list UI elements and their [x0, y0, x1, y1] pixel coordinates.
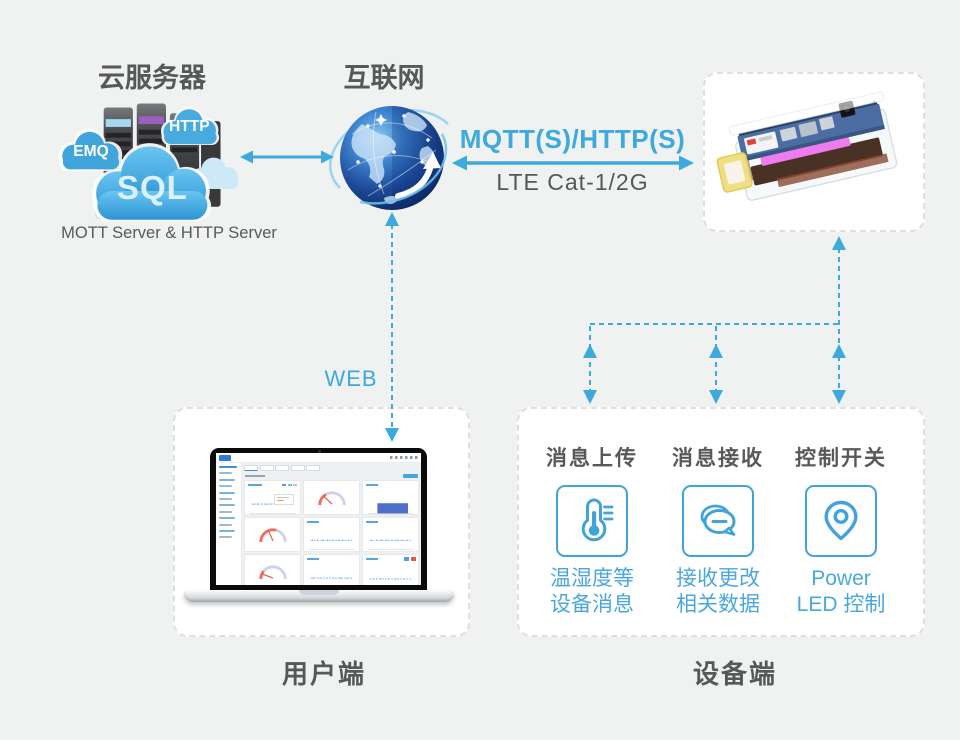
laptop-screen: [210, 448, 427, 591]
column-header: 消息接收: [672, 447, 764, 470]
column-header: 控制开关: [795, 447, 887, 470]
thermometer-icon-box: [556, 485, 628, 557]
column-header: 消息上传: [546, 447, 638, 470]
globe-icon: [329, 106, 449, 210]
dashboard-cards: [244, 480, 419, 585]
internet-title: 互联网: [343, 63, 425, 93]
device-photo: [716, 91, 898, 201]
dashboard-nav-icons: [390, 456, 418, 459]
device-column-receive: 消息接收 接收更改 相关数据: [656, 442, 780, 618]
http-cloud-label: HTTP: [169, 118, 210, 135]
cloud-internet-arrow: [240, 150, 334, 164]
thermometer-icon: [581, 498, 614, 542]
dashboard-tabs: [244, 465, 419, 473]
location-pin-icon: [824, 500, 858, 541]
cloud-server-caption: MOTT Server & HTTP Server: [61, 224, 277, 242]
globe-swirl-arrow: [395, 162, 434, 199]
cloud-server-title: 云服务器: [98, 63, 206, 93]
bearer-label: LTE Cat-1/2G: [496, 169, 649, 195]
location-pin-icon-box: [805, 485, 877, 557]
globe-network-nodes: [356, 114, 430, 188]
column-label: Power LED 控制: [796, 567, 886, 616]
emq-cloud-label: EMQ: [73, 143, 108, 160]
sql-cloud-label: SQL: [117, 170, 188, 207]
cloud-server-icon: HTTP EMQ SQL: [58, 103, 239, 222]
user-side-caption: 用户端: [281, 659, 366, 689]
laptop-notch: [299, 590, 339, 595]
web-label: WEB: [324, 366, 378, 391]
laptop-base: [184, 590, 454, 602]
device-side-caption: 设备端: [692, 659, 777, 689]
device-photo-panel: [703, 72, 925, 232]
column-label: 接收更改 相关数据: [676, 567, 760, 616]
chat-bubble-icon-box: [682, 485, 754, 557]
device-column-control: 控制开关 Power LED 控制: [779, 442, 903, 618]
column-label: 温湿度等 设备消息: [550, 567, 634, 616]
dashboard-sidebar: [216, 463, 242, 585]
protocol-label: MQTT(S)/HTTP(S): [459, 124, 686, 154]
laptop-camera-dot: [317, 450, 321, 453]
dashboard-screenshot: [216, 453, 421, 585]
device-column-upload: 消息上传 温湿度等 设备消息: [530, 442, 654, 618]
chat-bubble-icon: [700, 504, 736, 536]
dashboard-logo: [219, 454, 231, 461]
